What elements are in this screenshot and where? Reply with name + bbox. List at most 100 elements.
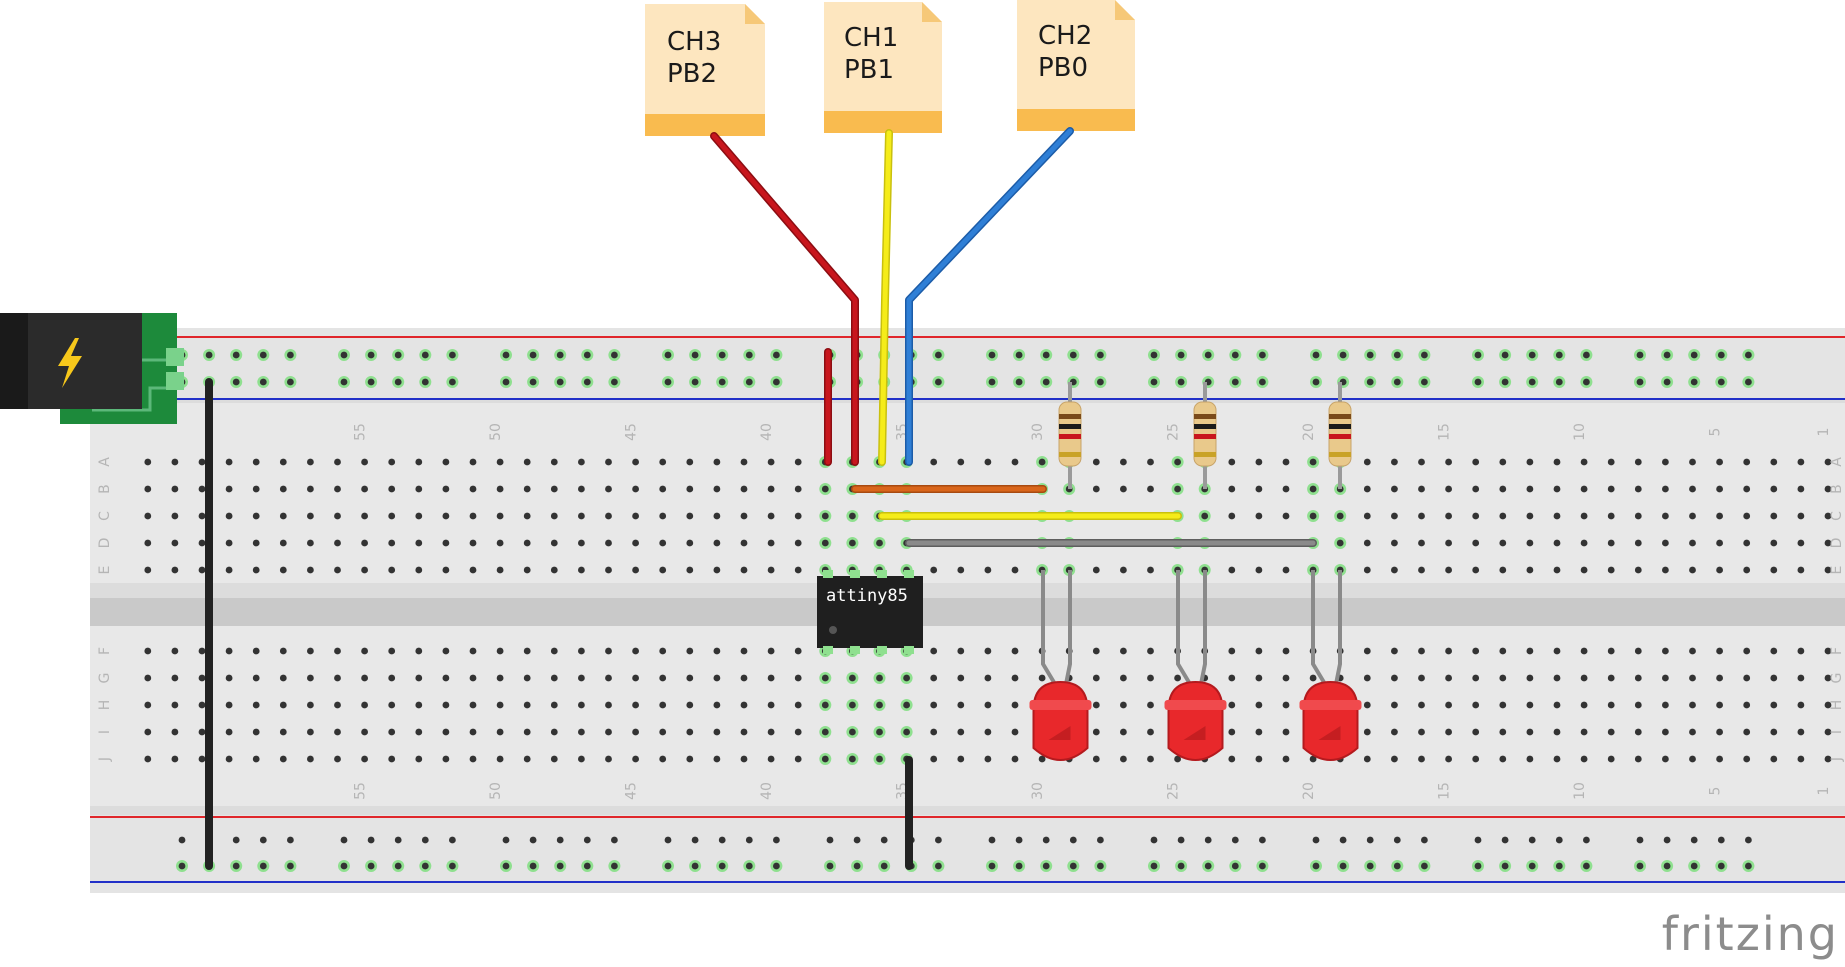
top-power-rail bbox=[90, 328, 1845, 400]
rail-hole bbox=[340, 862, 348, 870]
terminal-hole bbox=[1011, 674, 1019, 682]
rail-hole bbox=[1150, 351, 1158, 359]
led-rim bbox=[1164, 700, 1227, 710]
terminal-hole bbox=[1174, 674, 1181, 682]
terminal-hole bbox=[1797, 647, 1805, 655]
rail-hole bbox=[394, 351, 402, 359]
terminal-hole bbox=[1824, 485, 1832, 493]
terminal-hole bbox=[821, 728, 829, 736]
terminal-hole bbox=[388, 512, 396, 520]
rail-hole bbox=[340, 378, 348, 386]
rail-hole bbox=[583, 862, 591, 870]
rail-hole bbox=[773, 351, 780, 359]
terminal-hole bbox=[903, 674, 910, 682]
rail-hole bbox=[367, 862, 375, 870]
led-lead bbox=[1334, 570, 1342, 685]
resistor-band bbox=[1059, 424, 1081, 429]
terminal-hole bbox=[1228, 647, 1236, 655]
terminal-hole bbox=[740, 755, 748, 763]
rail-hole bbox=[1097, 351, 1104, 359]
terminal-hole bbox=[1689, 674, 1696, 682]
terminal-hole bbox=[1716, 647, 1723, 655]
terminal-hole bbox=[1092, 566, 1100, 574]
terminal-hole bbox=[307, 674, 314, 682]
rail-hole bbox=[664, 351, 672, 359]
rail-hole bbox=[232, 862, 240, 870]
terminal-hole bbox=[1174, 485, 1181, 493]
terminal-hole bbox=[1743, 539, 1751, 547]
chip-pin1-dot bbox=[829, 626, 837, 634]
row-letter-label: F bbox=[1829, 647, 1845, 655]
terminal-hole bbox=[686, 512, 694, 520]
row-letter-label: E bbox=[97, 566, 113, 575]
rail-hole bbox=[232, 836, 240, 844]
terminal-hole bbox=[307, 485, 314, 493]
terminal-hole bbox=[1607, 701, 1615, 709]
terminal-hole bbox=[1038, 755, 1046, 763]
terminal-hole bbox=[740, 485, 748, 493]
terminal-hole bbox=[1499, 755, 1507, 763]
terminal-hole bbox=[578, 674, 585, 682]
row-letter-label: A bbox=[97, 457, 113, 467]
terminal-hole bbox=[198, 755, 206, 763]
rail-hole bbox=[1555, 862, 1563, 870]
rail-hole bbox=[935, 351, 942, 359]
terminal-hole bbox=[632, 674, 639, 682]
rail-hole bbox=[1231, 351, 1239, 359]
terminal-hole bbox=[713, 755, 721, 763]
terminal-hole bbox=[794, 755, 802, 763]
led-rim bbox=[1029, 700, 1092, 710]
row-letter-label: H bbox=[1829, 700, 1845, 711]
column-number-label: 45 bbox=[624, 782, 640, 800]
terminal-hole bbox=[1309, 458, 1317, 466]
led-lead bbox=[1311, 570, 1327, 686]
terminal-hole bbox=[1634, 674, 1642, 682]
rail-hole bbox=[1474, 836, 1482, 844]
terminal-hole bbox=[1092, 755, 1100, 763]
rail-hole bbox=[718, 378, 726, 386]
terminal-hole bbox=[849, 701, 856, 709]
rail-hole bbox=[1528, 836, 1536, 844]
terminal-hole bbox=[659, 512, 667, 520]
terminal-hole bbox=[388, 728, 396, 736]
terminal-hole bbox=[469, 674, 477, 682]
terminal-hole bbox=[1607, 458, 1615, 466]
terminal-hole bbox=[550, 701, 558, 709]
note-ch3-line2: PB2 bbox=[667, 59, 717, 89]
terminal-hole bbox=[279, 485, 287, 493]
terminal-hole bbox=[252, 755, 260, 763]
terminal-hole bbox=[1255, 485, 1263, 493]
resistor-band bbox=[1329, 452, 1351, 457]
terminal-hole bbox=[686, 755, 694, 763]
note-ch3-paper bbox=[645, 4, 765, 118]
terminal-hole bbox=[632, 539, 639, 547]
terminal-hole bbox=[550, 755, 558, 763]
rail-hole bbox=[935, 862, 942, 870]
terminal-hole bbox=[578, 755, 585, 763]
terminal-hole bbox=[1824, 647, 1832, 655]
terminal-hole bbox=[496, 566, 504, 574]
terminal-hole bbox=[225, 539, 233, 547]
terminal-hole bbox=[1120, 701, 1127, 709]
rail-hole bbox=[287, 862, 294, 870]
terminal-hole bbox=[1580, 647, 1588, 655]
terminal-hole bbox=[279, 539, 287, 547]
rail-hole bbox=[583, 351, 591, 359]
rail-hole bbox=[691, 862, 699, 870]
terminal-hole bbox=[659, 539, 667, 547]
led-body bbox=[1167, 680, 1224, 761]
rail-hole bbox=[1501, 378, 1509, 386]
terminal-hole bbox=[1824, 701, 1832, 709]
terminal-hole bbox=[876, 755, 883, 763]
rail-hole bbox=[394, 378, 402, 386]
terminal-hole bbox=[1797, 485, 1805, 493]
terminal-hole bbox=[1770, 647, 1778, 655]
terminal-hole bbox=[1716, 566, 1723, 574]
chip-pin bbox=[877, 570, 887, 578]
terminal-hole bbox=[1120, 566, 1127, 574]
rail-hole bbox=[718, 836, 726, 844]
terminal-hole bbox=[821, 512, 829, 520]
terminal-hole bbox=[1255, 755, 1263, 763]
rail-hole bbox=[880, 862, 888, 870]
terminal-hole bbox=[686, 458, 694, 466]
